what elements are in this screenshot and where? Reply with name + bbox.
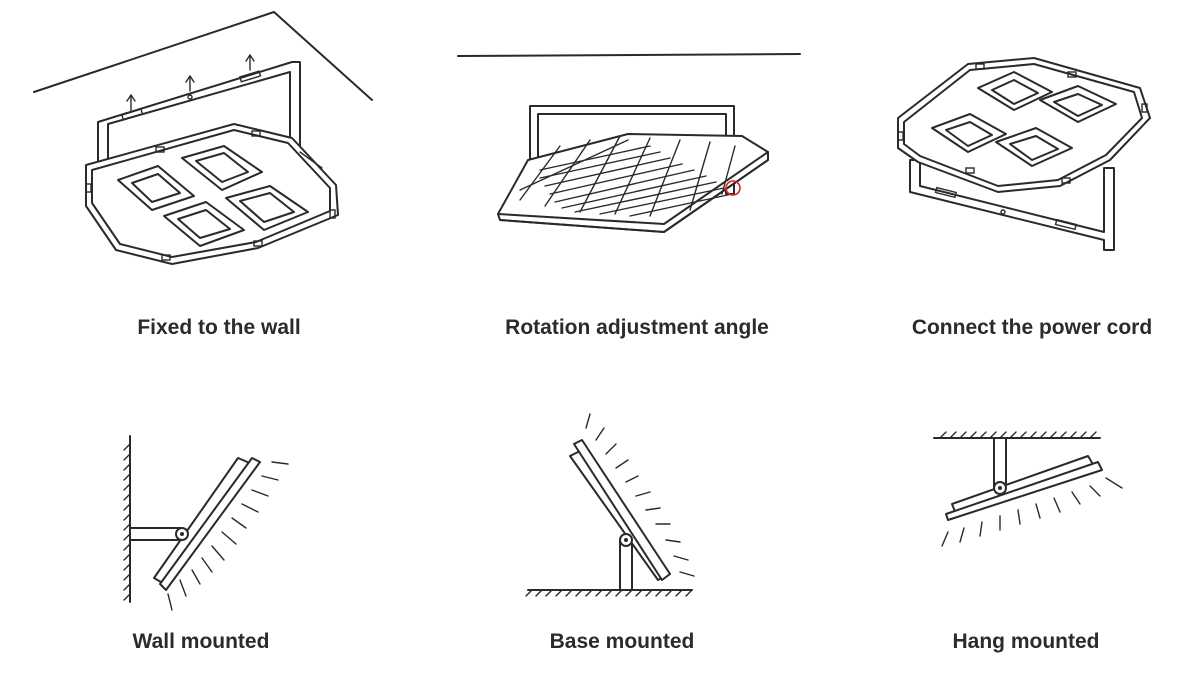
- caption-wall-mounted: Wall mounted: [132, 630, 270, 653]
- fixed-to-wall-illustration: [33, 11, 373, 265]
- panel-lens: [159, 457, 261, 591]
- heat-sink-fins: [519, 135, 736, 217]
- wall-arm: [129, 527, 183, 541]
- up-arrows: [126, 53, 255, 112]
- light-rays: [585, 413, 695, 577]
- mounting-bracket: [909, 159, 1115, 251]
- hang-mounted-illustration: [933, 431, 1123, 547]
- led-modules: [117, 145, 309, 247]
- ceiling-line: [457, 53, 801, 57]
- caption-fixed-to-wall: Fixed to the wall: [137, 316, 301, 339]
- ceiling-hatching: [939, 431, 1097, 439]
- connect-power-cord-illustration: [897, 57, 1151, 251]
- panel-lens: [573, 439, 671, 581]
- adjustment-screw-marker: [725, 180, 741, 196]
- caption-connect-power-cord: Connect the power cord: [911, 316, 1153, 339]
- panel-lens: [945, 461, 1103, 521]
- wall-hatching: [123, 443, 131, 601]
- wall-mounted-illustration: [123, 435, 289, 611]
- led-modules: [931, 71, 1117, 167]
- base-post: [619, 539, 633, 591]
- caption-base-mounted: Base mounted: [549, 630, 695, 653]
- hanger-rod: [993, 437, 1007, 489]
- lamp-body: [85, 123, 339, 265]
- caption-hang-mounted: Hang mounted: [952, 630, 1100, 653]
- light-rays: [941, 477, 1123, 547]
- light-rays: [167, 461, 289, 611]
- ceiling-line: [33, 11, 373, 101]
- caption-rotation-adjustment: Rotation adjustment angle: [505, 316, 769, 339]
- rotation-adjustment-illustration: [457, 53, 801, 233]
- base-mounted-illustration: [525, 413, 695, 597]
